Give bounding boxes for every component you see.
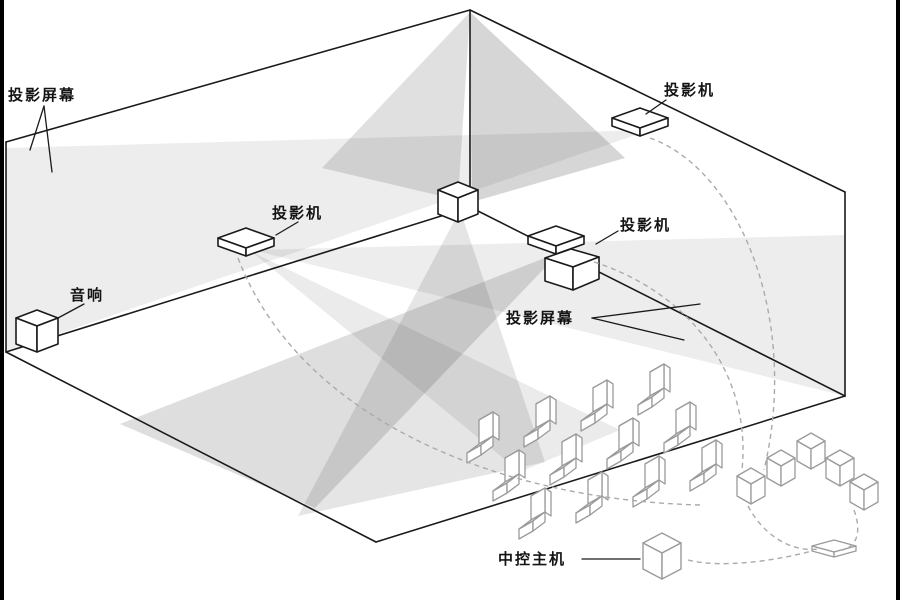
equipment-rack [642, 432, 879, 580]
cable [747, 505, 819, 551]
cable [237, 257, 701, 506]
cable [687, 550, 813, 565]
equipment-box [796, 432, 826, 470]
label-screen-right: 投影屏幕 [506, 309, 574, 327]
av-devices [15, 107, 669, 353]
theater-seat [575, 471, 609, 524]
label-screen-left: 投影屏幕 [8, 86, 76, 104]
signal-pad [811, 539, 857, 558]
signal-cables [237, 137, 859, 565]
projection-beam [470, 12, 625, 202]
corner-device-box [437, 181, 479, 223]
label-projector-left: 投影机 [272, 204, 323, 222]
projection-beam [322, 12, 470, 200]
label-projector-top: 投影机 [664, 81, 715, 99]
theater-seat [689, 439, 723, 492]
equipment-box [766, 449, 796, 487]
cable [649, 137, 776, 471]
projection-beam [252, 252, 620, 472]
projection-beam [6, 130, 650, 352]
equipment-box [825, 449, 855, 487]
cable [593, 261, 744, 471]
projector-mount-box [544, 248, 600, 291]
control-host-box [642, 532, 682, 580]
leader-lines [29, 99, 701, 560]
theater-seat [663, 401, 697, 454]
equipment-box [849, 473, 879, 511]
projection-beam [120, 252, 560, 508]
projection-beams [6, 12, 845, 516]
label-speaker: 音响 [70, 286, 104, 304]
theater-seat [632, 455, 666, 508]
equipment-box [736, 467, 766, 505]
cable [841, 509, 859, 551]
left-frame-bar [0, 0, 4, 600]
label-projector-right: 投影机 [620, 216, 671, 234]
label-control-host: 中控主机 [498, 550, 566, 568]
right-frame-bar [896, 0, 900, 600]
projection-beam [252, 235, 845, 396]
labels: 投影屏幕 投影机 投影机 投影机 音响 投影屏幕 中控主机 [8, 81, 715, 568]
speaker-box [15, 309, 59, 353]
theater-seat [637, 363, 671, 416]
